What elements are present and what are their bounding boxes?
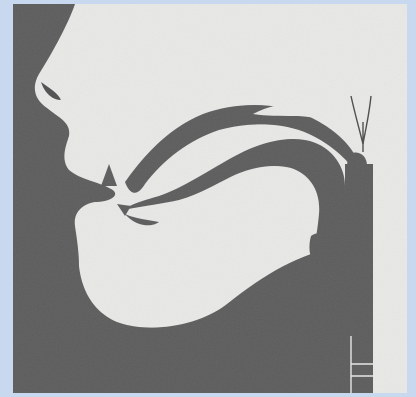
speech-organs-illustration [13, 4, 407, 393]
paper-grain [13, 4, 407, 393]
scanned-illustration [13, 4, 407, 393]
